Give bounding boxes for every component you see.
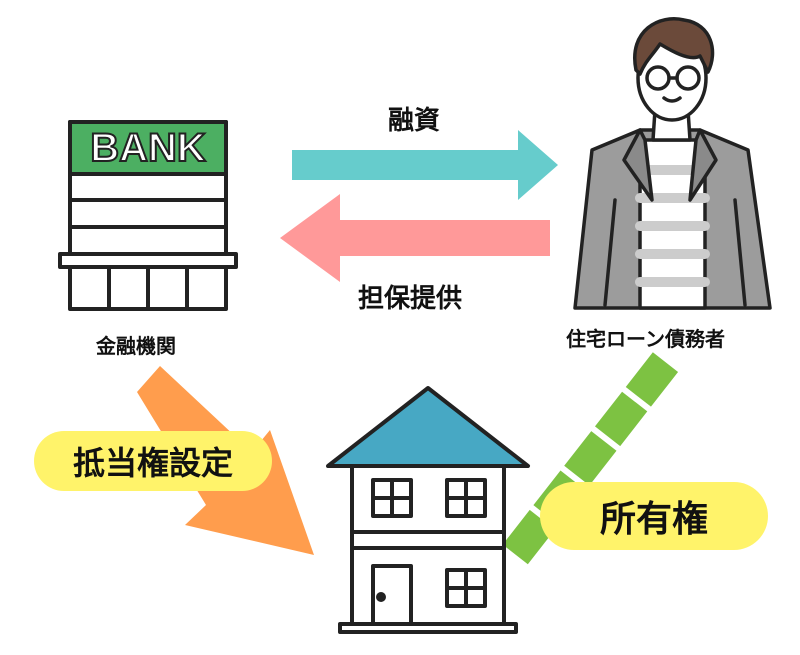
financing-label: 融資 [388,106,441,136]
borrower-caption: 住宅ローン債務者 [566,327,725,351]
bank-building-icon [58,120,238,311]
mortgage-badge: 抵当権設定 [34,431,272,491]
collateral-arrow [280,194,550,282]
mortgage-badge-label: 抵当権設定 [72,444,233,482]
financing-arrow [292,130,558,200]
bank-caption: 金融機関 [96,334,176,358]
bank-sign-text: BANK [89,125,207,171]
ownership-badge: 所有権 [540,482,768,550]
house-icon [326,386,530,634]
collateral-label: 担保提供 [358,284,463,314]
borrower-person-icon [573,17,772,310]
ownership-badge-label: 所有権 [599,499,708,540]
